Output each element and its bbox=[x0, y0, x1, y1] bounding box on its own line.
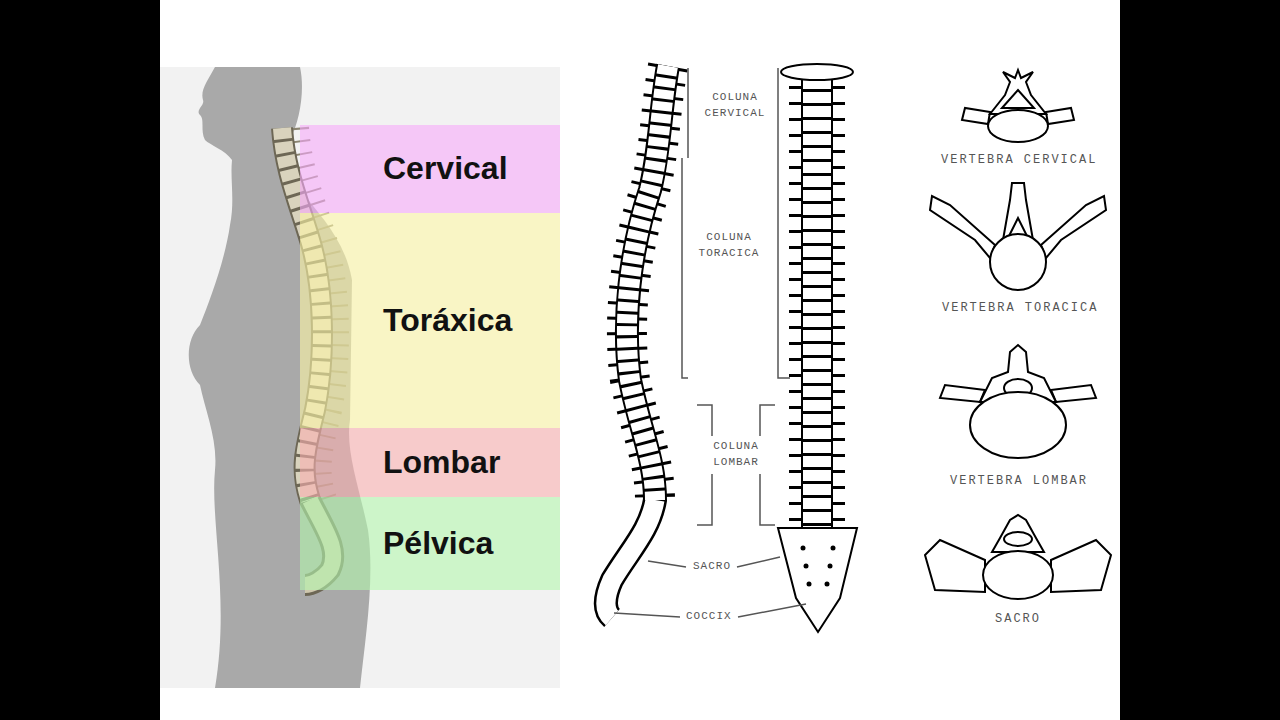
sacrum-side bbox=[606, 500, 655, 618]
column-segments bbox=[627, 66, 668, 500]
vertebra-label: VERTEBRA TORACICA bbox=[942, 301, 1098, 315]
sacrum-front bbox=[778, 528, 857, 632]
vertebra-cervical-drawing bbox=[962, 70, 1074, 142]
lumbar-bracket bbox=[697, 405, 775, 525]
region-name: Lombar bbox=[383, 445, 500, 480]
cervical-bracket bbox=[688, 68, 778, 158]
region-band: Lombar bbox=[300, 428, 560, 497]
vertebra-label: VERTEBRA CERVICAL bbox=[941, 153, 1097, 167]
region-band: Pélvica bbox=[300, 497, 560, 590]
region-band: Toráxica bbox=[300, 213, 560, 428]
front-segments bbox=[803, 64, 831, 528]
vertebra-label: VERTEBRA LOMBAR bbox=[950, 474, 1088, 488]
sacrum-drawing bbox=[925, 515, 1111, 599]
region-name: Cervical bbox=[383, 151, 508, 186]
thoracic-bracket bbox=[682, 158, 790, 378]
vertebra-thoracic-drawing bbox=[930, 183, 1106, 290]
region-band: Cervical bbox=[300, 125, 560, 213]
region-label: COLUNA TORACICA bbox=[689, 230, 769, 262]
front-outline bbox=[801, 64, 833, 528]
region-label: COLUNA CERVICAL bbox=[695, 90, 775, 122]
column-outline bbox=[606, 66, 668, 618]
sacral-foramina bbox=[801, 546, 836, 587]
part-label: SACRO bbox=[693, 559, 731, 575]
brackets bbox=[614, 68, 806, 617]
atlas bbox=[781, 64, 853, 80]
spine-side-view bbox=[606, 66, 668, 618]
region-name: Pélvica bbox=[383, 526, 493, 561]
spine-front-view bbox=[778, 64, 857, 632]
vertebra-label: SACRO bbox=[995, 612, 1041, 626]
region-name: Toráxica bbox=[383, 303, 512, 338]
part-label: COCCIX bbox=[686, 609, 732, 625]
region-label: COLUNA LOMBAR bbox=[696, 439, 776, 471]
panel-ground bbox=[160, 67, 560, 688]
vertebra-lumbar-drawing bbox=[940, 345, 1096, 458]
